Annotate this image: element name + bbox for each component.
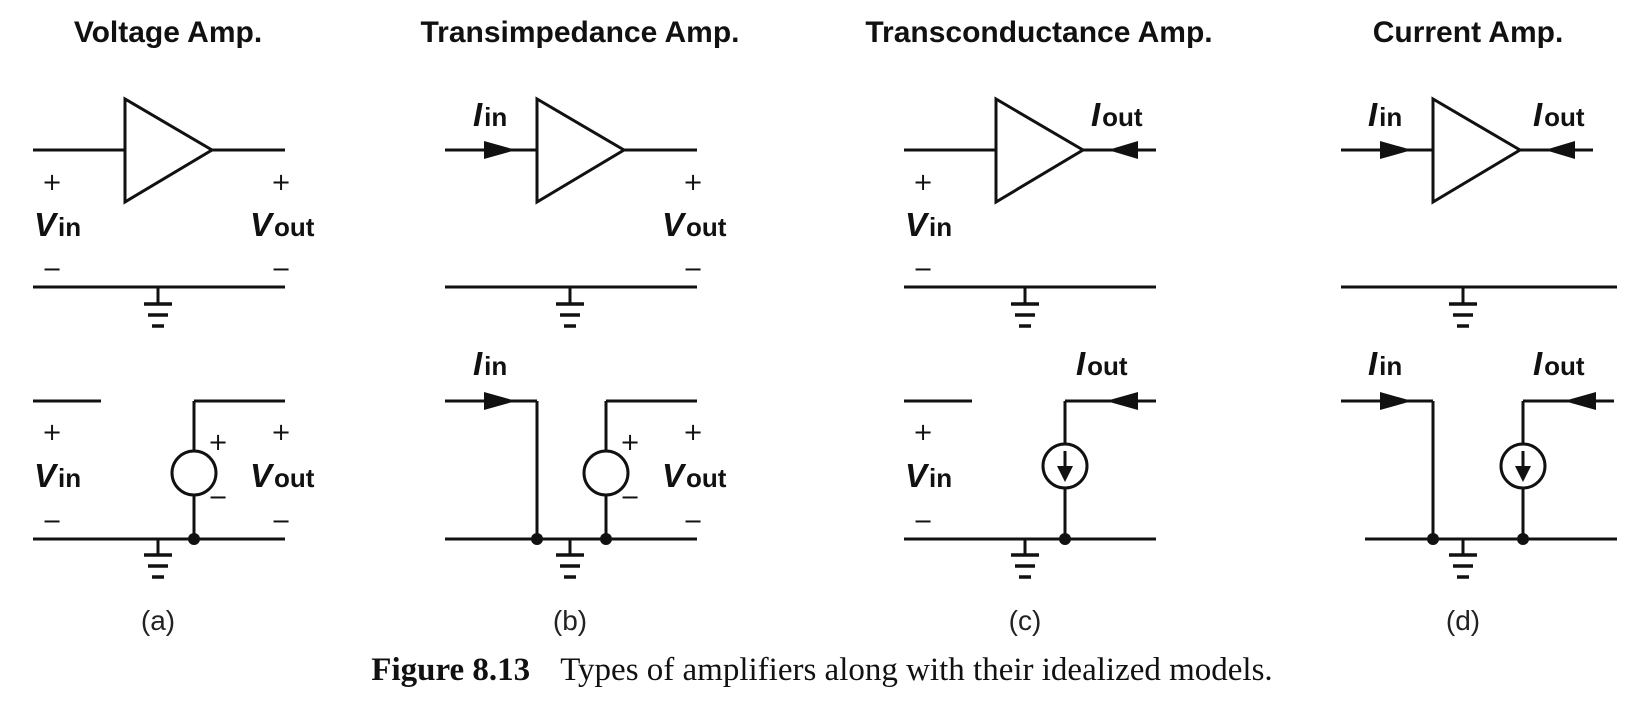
plus-sign: + bbox=[683, 418, 703, 446]
label-v-out: Vout bbox=[662, 457, 727, 494]
panel-label-b: (b) bbox=[553, 605, 587, 636]
panel-label-a: (a) bbox=[141, 605, 175, 636]
title-transconductance-amp: Transconductance Amp. bbox=[865, 16, 1212, 49]
transconductance-amp-symbol bbox=[904, 96, 1156, 328]
panel-label-c: (c) bbox=[1009, 605, 1042, 636]
current-amp-model bbox=[1341, 392, 1617, 579]
title-transimpedance-amp: Transimpedance Amp. bbox=[421, 16, 740, 49]
source-plus-sign: + bbox=[208, 428, 228, 456]
minus-sign: − bbox=[913, 255, 933, 283]
label-v-out: Vout bbox=[250, 206, 315, 243]
plus-sign: + bbox=[42, 168, 62, 196]
source-minus-sign: − bbox=[208, 483, 228, 511]
minus-sign: − bbox=[42, 255, 62, 283]
minus-sign: − bbox=[683, 507, 703, 535]
junction-dot bbox=[1517, 533, 1529, 545]
plus-sign: + bbox=[913, 168, 933, 196]
plus-sign: + bbox=[913, 418, 933, 446]
title-voltage-amp: Voltage Amp. bbox=[74, 16, 262, 49]
label-v-in: Vin bbox=[34, 206, 81, 243]
label-v-out: Vout bbox=[662, 206, 727, 243]
panel-label-d: (d) bbox=[1446, 605, 1480, 636]
junction-dot bbox=[1059, 533, 1071, 545]
label-v-in: Vin bbox=[905, 206, 952, 243]
voltage-amp-model bbox=[33, 399, 285, 579]
figure-number: Figure 8.13 bbox=[371, 652, 531, 688]
plus-sign: + bbox=[42, 418, 62, 446]
label-i-in: Iin bbox=[1368, 96, 1402, 133]
label-i-in: Iin bbox=[473, 345, 507, 382]
voltage-amp-symbol bbox=[33, 96, 285, 328]
label-i-out: Iout bbox=[1091, 96, 1143, 133]
transimpedance-amp-model bbox=[445, 392, 697, 579]
label-i-out: Iout bbox=[1533, 96, 1585, 133]
label-i-in: Iin bbox=[473, 96, 507, 133]
junction-dot bbox=[1427, 533, 1439, 545]
label-i-out: Iout bbox=[1076, 345, 1128, 382]
figure-caption: Figure 8.13 Types of amplifiers along wit… bbox=[0, 652, 1644, 689]
label-v-out: Vout bbox=[250, 457, 315, 494]
minus-sign: − bbox=[271, 507, 291, 535]
plus-sign: + bbox=[683, 168, 703, 196]
label-i-in: Iin bbox=[1368, 345, 1402, 382]
minus-sign: − bbox=[271, 255, 291, 283]
label-i-out: Iout bbox=[1533, 345, 1585, 382]
junction-dot bbox=[531, 533, 543, 545]
caption-text: Types of amplifiers along with their ide… bbox=[560, 652, 1273, 688]
transconductance-amp-model bbox=[904, 392, 1156, 579]
junction-dot bbox=[188, 533, 200, 545]
title-current-amp: Current Amp. bbox=[1373, 16, 1564, 49]
minus-sign: − bbox=[913, 507, 933, 535]
minus-sign: − bbox=[42, 507, 62, 535]
current-amp-symbol bbox=[1341, 96, 1617, 328]
label-v-in: Vin bbox=[34, 457, 81, 494]
source-plus-sign: + bbox=[620, 428, 640, 456]
transimpedance-amp-symbol bbox=[445, 96, 697, 328]
plus-sign: + bbox=[271, 168, 291, 196]
junction-dot bbox=[600, 533, 612, 545]
source-minus-sign: − bbox=[620, 483, 640, 511]
label-v-in: Vin bbox=[905, 457, 952, 494]
plus-sign: + bbox=[271, 418, 291, 446]
minus-sign: − bbox=[683, 255, 703, 283]
